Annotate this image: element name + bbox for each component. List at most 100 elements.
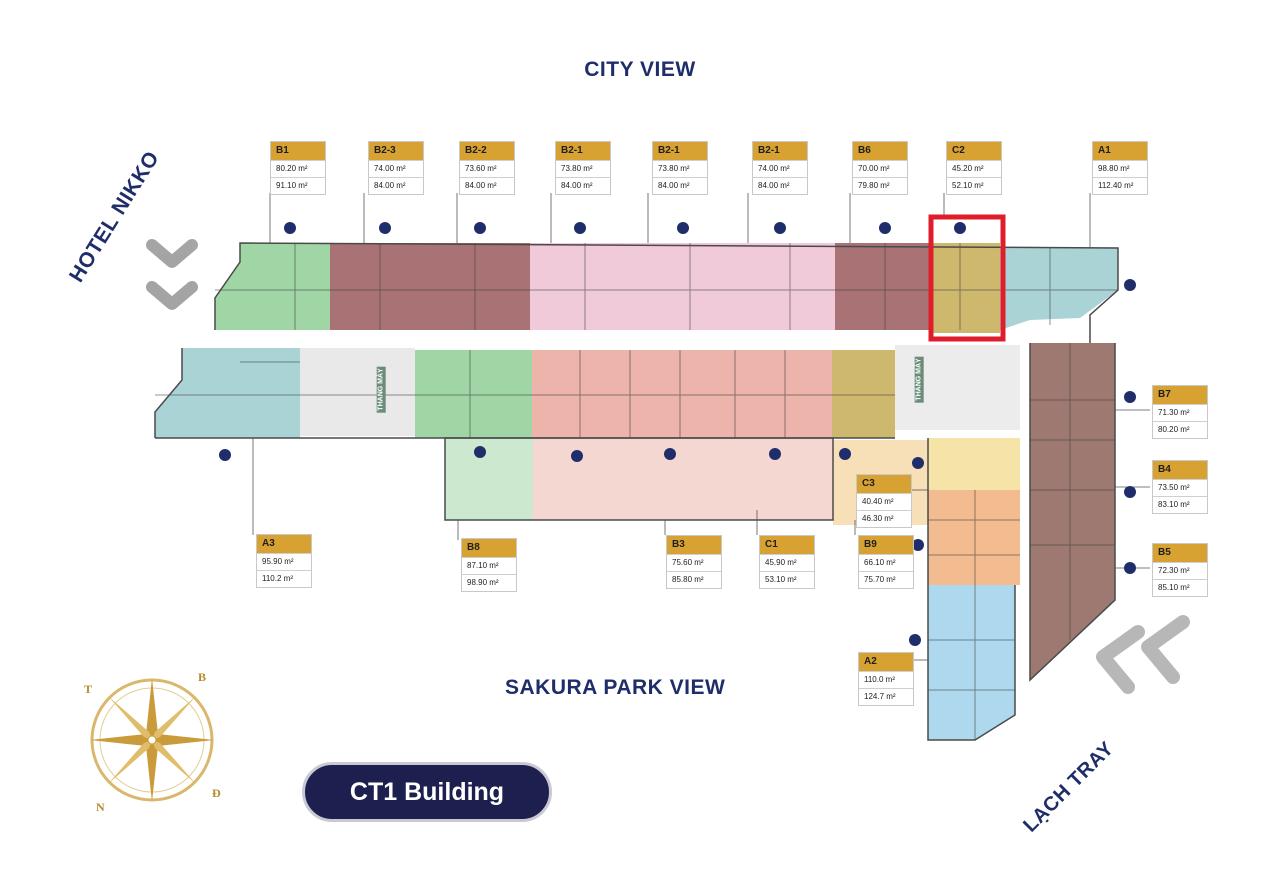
unit-a3-block (155, 348, 300, 438)
building-outline (154, 242, 1119, 741)
unit-area-1: 40.40 m² (857, 493, 911, 510)
unit-area-2: 124.7 m² (859, 688, 913, 705)
unit-area-2: 112.40 m² (1093, 177, 1147, 194)
unit-area-1: 73.80 m² (556, 160, 610, 177)
unit-code: B2-1 (556, 142, 610, 160)
unit-markers (219, 222, 1136, 646)
unit-area-1: 75.60 m² (667, 554, 721, 571)
compass-icon (90, 678, 214, 802)
unit-card-b2-1-c[interactable]: B2-1 74.00 m² 84.00 m² (752, 141, 808, 195)
chevron-icon-left (146, 239, 198, 310)
unit-card-a2[interactable]: A2 110.0 m² 124.7 m² (858, 652, 914, 706)
unit-area-1: 70.00 m² (853, 160, 907, 177)
unit-area-2: 75.70 m² (859, 571, 913, 588)
unit-card-b2-1-a[interactable]: B2-1 73.80 m² 84.00 m² (555, 141, 611, 195)
unit-card-b6[interactable]: B6 70.00 m² 79.80 m² (852, 141, 908, 195)
unit-area-2: 85.10 m² (1153, 579, 1207, 596)
unit-code: B5 (1153, 544, 1207, 562)
unit-b3-block (532, 350, 832, 438)
lift-label-left: THANG MÁY (376, 366, 386, 413)
unit-area-2: 91.10 m² (271, 177, 325, 194)
unit-card-c2[interactable]: C2 45.20 m² 52.10 m² (946, 141, 1002, 195)
chevron-icon-right (1096, 615, 1190, 694)
unit-code: B2-1 (653, 142, 707, 160)
park-view-label: SAKURA PARK VIEW (505, 676, 726, 699)
terrace-salmon (533, 438, 833, 520)
unit-b2-1c-block (740, 243, 835, 330)
unit-area-2: 83.10 m² (1153, 496, 1207, 513)
leader-lines (252, 193, 1150, 661)
unit-code: B2-2 (460, 142, 514, 160)
unit-card-a3[interactable]: A3 95.90 m² 110.2 m² (256, 534, 312, 588)
unit-card-b2-1-b[interactable]: B2-1 73.80 m² 84.00 m² (652, 141, 708, 195)
unit-code: B3 (667, 536, 721, 554)
unit-code: B2-1 (753, 142, 807, 160)
unit-code: A1 (1093, 142, 1147, 160)
unit-card-b8[interactable]: B8 87.10 m² 98.90 m² (461, 538, 517, 592)
unit-area-2: 46.30 m² (857, 510, 911, 527)
unit-code: B4 (1153, 461, 1207, 479)
highlight-box (928, 214, 1006, 342)
unit-card-b5[interactable]: B5 72.30 m² 85.10 m² (1152, 543, 1208, 597)
unit-card-c1[interactable]: C1 45.90 m² 53.10 m² (759, 535, 815, 589)
unit-area-2: 98.90 m² (462, 574, 516, 591)
unit-area-1: 87.10 m² (462, 557, 516, 574)
unit-code: C2 (947, 142, 1001, 160)
unit-b9-block (832, 350, 895, 438)
unit-a1-block (1000, 248, 1118, 330)
unit-area-1: 66.10 m² (859, 554, 913, 571)
middle-wing (155, 345, 1020, 438)
unit-code: B1 (271, 142, 325, 160)
unit-code: B6 (853, 142, 907, 160)
unit-area-1: 73.60 m² (460, 160, 514, 177)
unit-b8-block (415, 350, 532, 438)
unit-a2-block (928, 585, 1015, 740)
unit-card-c3[interactable]: C3 40.40 m² 46.30 m² (856, 474, 912, 528)
unit-brown-wing (1030, 343, 1115, 680)
terraces (445, 438, 928, 525)
unit-card-a1[interactable]: A1 98.80 m² 112.40 m² (1092, 141, 1148, 195)
unit-area-2: 84.00 m² (369, 177, 423, 194)
unit-card-b2-2[interactable]: B2-2 73.60 m² 84.00 m² (459, 141, 515, 195)
unit-area-1: 72.30 m² (1153, 562, 1207, 579)
partition-lines (155, 243, 1118, 740)
unit-area-2: 84.00 m² (653, 177, 707, 194)
unit-area-1: 80.20 m² (271, 160, 325, 177)
lift-label-right: THANG MÁY (914, 356, 924, 403)
unit-card-b2-3[interactable]: B2-3 74.00 m² 84.00 m² (368, 141, 424, 195)
unit-area-1: 45.90 m² (760, 554, 814, 571)
unit-area-1: 73.50 m² (1153, 479, 1207, 496)
unit-card-b1[interactable]: B1 80.20 m² 91.10 m² (270, 141, 326, 195)
unit-orange-block (928, 490, 1020, 585)
unit-code: B9 (859, 536, 913, 554)
unit-code: B8 (462, 539, 516, 557)
unit-area-1: 74.00 m² (753, 160, 807, 177)
unit-b6-block (835, 243, 932, 330)
unit-card-b7[interactable]: B7 71.30 m² 80.20 m² (1152, 385, 1208, 439)
unit-code: A2 (859, 653, 913, 671)
unit-area-1: 73.80 m² (653, 160, 707, 177)
unit-area-1: 98.80 m² (1093, 160, 1147, 177)
building-name-button[interactable]: CT1 Building (302, 762, 552, 822)
unit-code: A3 (257, 535, 311, 553)
right-wing (928, 343, 1115, 740)
unit-b1-block (215, 243, 330, 330)
unit-area-2: 84.00 m² (460, 177, 514, 194)
compass-south-label: Đ (212, 786, 221, 800)
unit-area-2: 84.00 m² (556, 177, 610, 194)
unit-card-b9[interactable]: B9 66.10 m² 75.70 m² (858, 535, 914, 589)
unit-area-1: 95.90 m² (257, 553, 311, 570)
unit-code: B7 (1153, 386, 1207, 404)
unit-area-1: 45.20 m² (947, 160, 1001, 177)
unit-card-b4[interactable]: B4 73.50 m² 83.10 m² (1152, 460, 1208, 514)
unit-area-2: 52.10 m² (947, 177, 1001, 194)
unit-card-b3[interactable]: B3 75.60 m² 85.80 m² (666, 535, 722, 589)
core-left (300, 348, 415, 436)
unit-code: C3 (857, 475, 911, 493)
compass-north-label: T (84, 682, 93, 696)
unit-code: C1 (760, 536, 814, 554)
terrace-green (445, 438, 533, 520)
unit-area-2: 85.80 m² (667, 571, 721, 588)
unit-c3-block (928, 438, 1020, 490)
